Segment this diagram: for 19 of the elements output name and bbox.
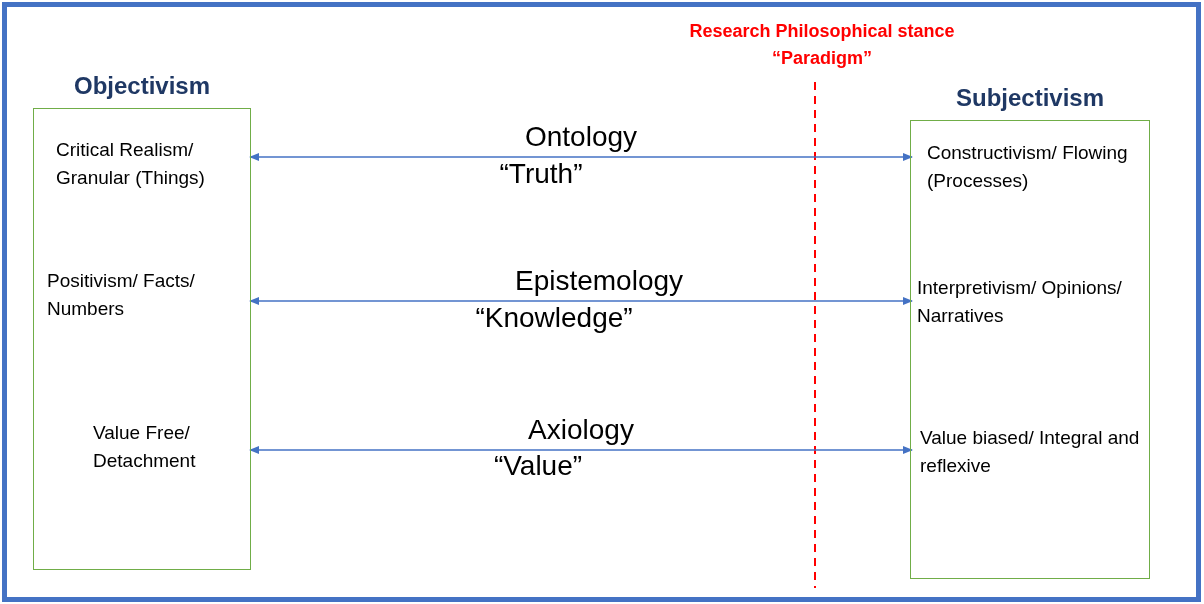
concept-text: Positivism/ Facts/ Numbers	[47, 269, 196, 321]
double-arrow	[248, 152, 914, 162]
column-heading: Subjectivism	[954, 83, 1106, 113]
concept-text: Critical Realism/ Granular (Things)	[56, 138, 206, 190]
concept-text: Constructivism/ Flowing (Processes)	[927, 141, 1129, 193]
edge-label: Axiology	[528, 414, 634, 446]
edge-label: Epistemology	[514, 265, 684, 297]
double-arrow	[248, 445, 914, 455]
paradigm-label: “Paradigm”	[772, 47, 872, 70]
edge-label: Ontology	[524, 121, 638, 153]
column-heading: Objectivism	[72, 71, 212, 101]
concept-text: Value Free/ Detachment	[93, 421, 197, 473]
edge-caption: “Knowledge”	[475, 304, 633, 332]
concept-text: Value biased/ Integral and reflexive	[920, 426, 1141, 478]
double-arrow	[248, 296, 914, 306]
edge-caption: “Value”	[493, 452, 583, 480]
concept-text: Interpretivism/ Opinions/ Narratives	[917, 276, 1123, 328]
paradigm-label: Research Philosophical stance	[689, 20, 955, 43]
edge-caption: “Truth”	[499, 160, 583, 188]
